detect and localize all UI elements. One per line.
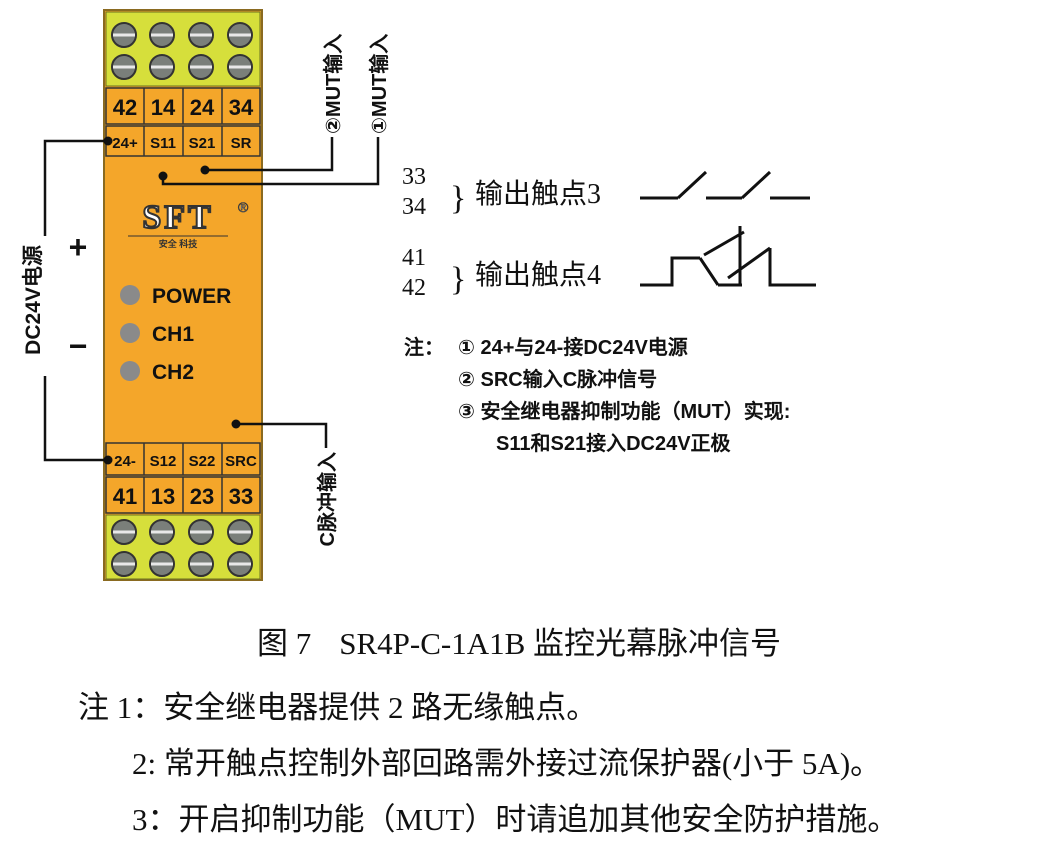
diagram-notes: 注： ① 24+与24-接DC24V电源 ② SRC输入C脉冲信号 ③ 安全继电… [404, 335, 790, 455]
contact-3-symbol-icon [640, 170, 810, 200]
input-s11: S11 [150, 135, 176, 152]
input-src: SRC [225, 453, 257, 470]
screw-row-bottom-2 [111, 551, 253, 577]
led-power-icon [120, 285, 140, 305]
mut-input-2-label: ②MUT输入 [321, 34, 345, 134]
top-screw-block [105, 11, 261, 87]
contact-4-bottom-number: 42 [402, 275, 426, 301]
contact-3-top-number: 33 [402, 164, 426, 190]
bottom-terminal-row: 41 13 23 33 [105, 476, 261, 514]
mut-input-1-label: ①MUT输入 [367, 34, 391, 134]
notes-list: 注 1：安全继电器提供 2 路无缘触点。 2: 常开触点控制外部回路需外接过流保… [78, 680, 1038, 848]
terminal-41: 41 [113, 484, 137, 509]
note-1: 注 1：安全继电器提供 2 路无缘触点。 [78, 690, 598, 725]
contact-3-label: 输出触点3 [475, 178, 601, 210]
terminal-14: 14 [151, 95, 176, 120]
note-3: 3：开启抑制功能（MUT）时请追加其他安全防护措施。 [132, 802, 899, 837]
diagram-note-1: ① 24+与24-接DC24V电源 [458, 336, 688, 359]
wiring-diagram: 42 14 24 34 24+ S11 S21 SR SFT ® 安全 科技 P… [20, 9, 816, 581]
led-ch1-label: CH1 [152, 323, 194, 346]
wire-dot-s11 [158, 171, 168, 181]
bottom-screw-block [105, 514, 261, 580]
contact-3-bottom-number: 34 [402, 194, 426, 220]
wire-dot-24plus [103, 136, 113, 146]
note-2: 2: 常开触点控制外部回路需外接过流保护器(小于 5A)。 [132, 746, 882, 781]
supply-label: DC24V电源 [22, 245, 45, 355]
input-s21: S21 [189, 135, 216, 152]
led-ch2-icon [120, 361, 140, 381]
diagram-notes-prefix: 注： [404, 335, 444, 359]
screw-row-top-2 [111, 54, 253, 80]
led-ch2-label: CH2 [152, 361, 194, 384]
screw-row-bottom-1 [111, 519, 253, 545]
brand-registered-mark: ® [238, 199, 249, 215]
diagram-note-3-continued: S11和S21接入DC24V正极 [496, 431, 732, 455]
brand-logo: SFT [142, 199, 213, 236]
input-sr: SR [231, 135, 252, 152]
contact-4-brace: } [450, 261, 466, 298]
top-terminal-row: 42 14 24 34 [105, 87, 261, 125]
wire-dot-src [231, 419, 241, 429]
supply-plus-sign: + [69, 229, 88, 265]
input-24plus: 24+ [112, 135, 138, 152]
terminal-23: 23 [190, 484, 214, 509]
diagram-note-2: ② SRC输入C脉冲信号 [458, 367, 657, 391]
wire-dot-24minus [103, 455, 113, 465]
led-ch1-icon [120, 323, 140, 343]
wire-dot-s21 [200, 165, 210, 175]
contact-3-brace: } [450, 180, 466, 217]
figure-title: SR4P-C-1A1B 监控光幕脉冲信号 [339, 626, 782, 661]
terminal-34: 34 [229, 95, 254, 120]
output-contact-4: 41 42 } 输出触点4 [402, 226, 816, 301]
screw-row-top-1 [111, 22, 253, 48]
input-s12: S12 [150, 453, 177, 470]
input-s22: S22 [189, 453, 216, 470]
terminal-33: 33 [229, 484, 253, 509]
brand-subtitle: 安全 科技 [159, 238, 199, 249]
supply-minus-sign: − [69, 328, 88, 364]
contact-4-symbol-icon [640, 226, 816, 287]
terminal-24: 24 [190, 95, 215, 120]
led-panel: POWER CH1 CH2 [120, 285, 231, 384]
top-input-row: 24+ S11 S21 SR [105, 125, 261, 157]
figure-caption: 图 7 SR4P-C-1A1B 监控光幕脉冲信号 [0, 618, 1038, 663]
led-power-label: POWER [152, 285, 231, 308]
bottom-input-row: 24- S12 S22 SRC [105, 442, 261, 476]
contact-4-label: 输出触点4 [475, 259, 601, 291]
terminal-42: 42 [113, 95, 137, 120]
figure-number: 图 7 [256, 626, 312, 661]
contact-4-top-number: 41 [402, 245, 426, 271]
terminal-13: 13 [151, 484, 175, 509]
pulse-wiring [236, 422, 328, 448]
diagram-note-3: ③ 安全继电器抑制功能（MUT）实现: [458, 399, 790, 423]
input-24minus: 24- [114, 453, 136, 470]
pulse-input-label: C脉冲输入 [315, 452, 339, 546]
output-contact-3: 33 34 } 输出触点3 [402, 164, 810, 220]
